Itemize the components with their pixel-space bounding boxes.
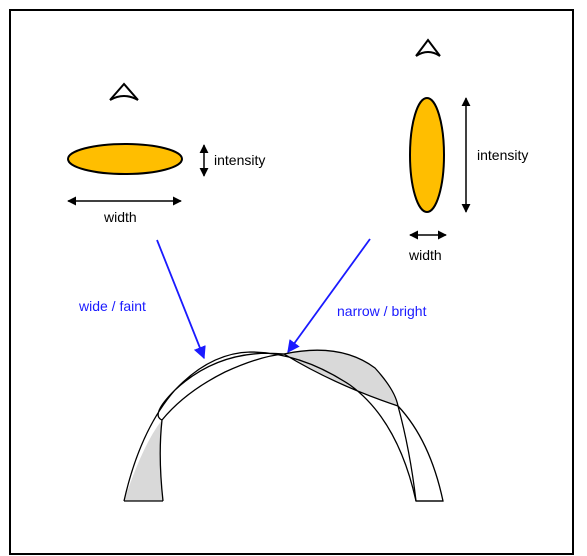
wide-source-ellipse — [68, 144, 182, 174]
left-width-label: width — [103, 209, 137, 225]
overlap-region-right-shoulder — [284, 350, 398, 406]
left-intensity-label: intensity — [214, 152, 265, 168]
narrow-source-ellipse — [410, 98, 444, 212]
right-intensity-label: intensity — [477, 147, 528, 163]
narrow-bright-arrow — [288, 239, 370, 352]
wide-faint-profile — [124, 352, 443, 501]
left-eye-icon — [110, 84, 138, 100]
wide-faint-label: wide / faint — [78, 298, 146, 314]
right-width-label: width — [408, 247, 442, 263]
narrow-bright-label: narrow / bright — [337, 303, 427, 319]
overlap-region-left-foot — [124, 420, 163, 501]
right-eye-icon — [416, 40, 440, 56]
wide-faint-arrow — [157, 240, 204, 358]
